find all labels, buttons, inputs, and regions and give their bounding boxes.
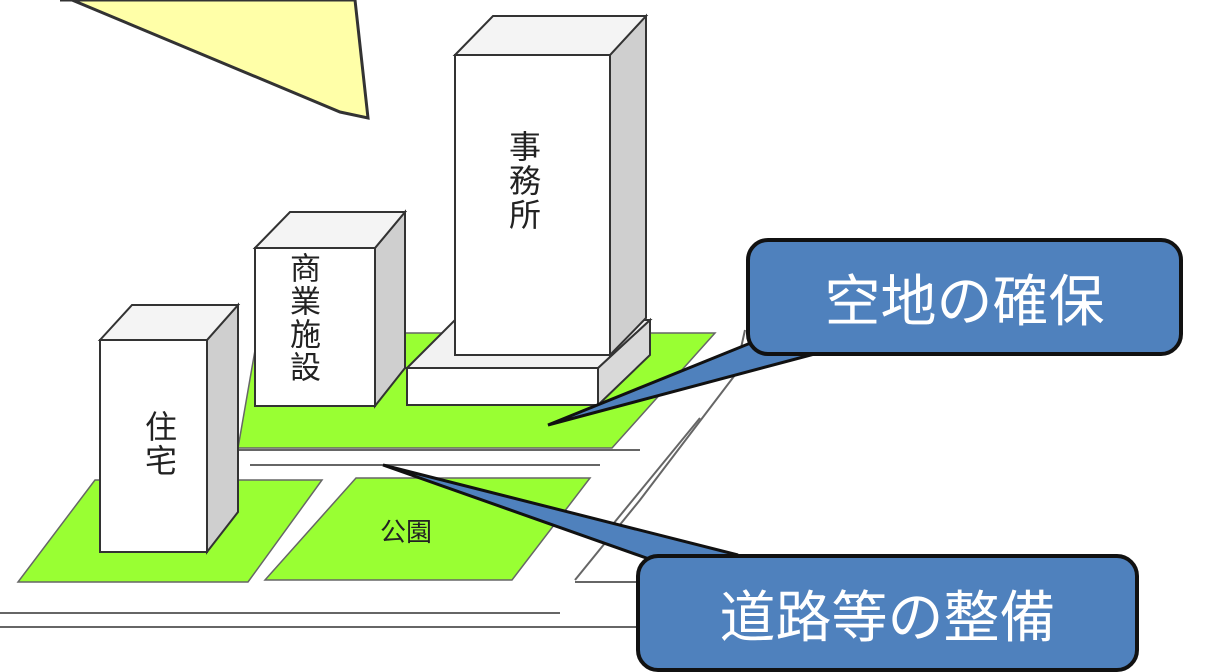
callout-open-space: 空地の確保 <box>746 238 1183 356</box>
office-label: 事務所 <box>504 130 542 232</box>
park-label: 公園 <box>380 518 433 548</box>
callout-road: 道路等の整備 <box>636 554 1139 672</box>
housing-label: 住宅 <box>140 410 178 478</box>
office-building <box>404 13 653 408</box>
commercial-building <box>252 209 408 409</box>
commercial-label: 商業施設 <box>284 252 320 384</box>
housing-building <box>97 302 241 555</box>
